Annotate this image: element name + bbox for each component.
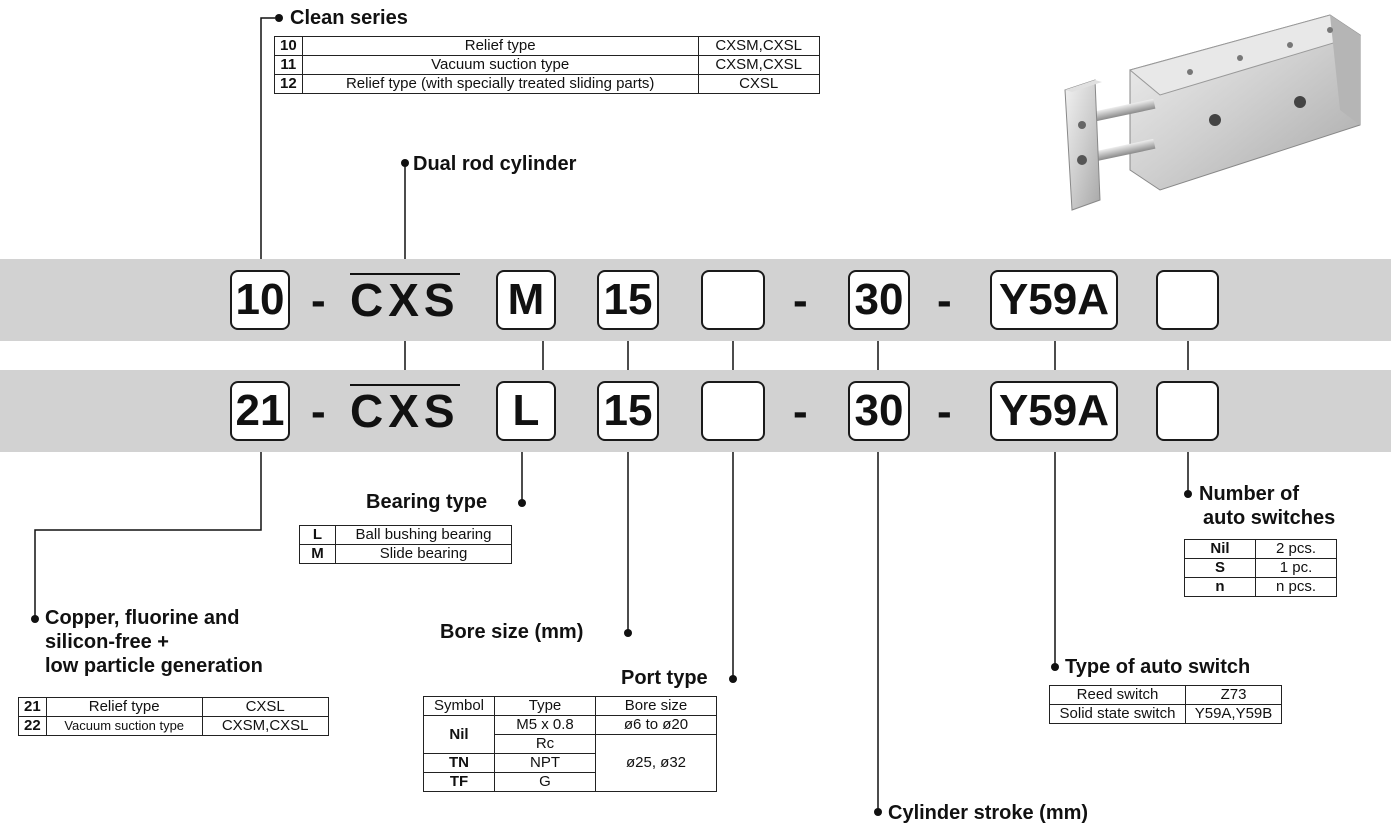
bottom-series-code: CXS [350,384,460,437]
bottom-dash-3: - [937,387,952,436]
dual-rod-cylinder-label: Dual rod cylinder [413,153,577,175]
bottom-count-box [1156,381,1219,441]
top-count-box [1156,270,1219,330]
port-type-label: Port type [621,667,708,689]
top-dash-2: - [793,276,808,325]
bottom-port-box [701,381,765,441]
bottom-stroke-box: 30 [848,381,910,441]
bore-size-label: Bore size (mm) [440,621,584,643]
bearing-type-label: Bearing type [366,491,488,513]
top-prefix-box: 10 [230,270,290,330]
bottom-prefix-box: 21 [230,381,290,441]
bottom-switch-box: Y59A [990,381,1118,441]
cylinder-stroke-label: Cylinder stroke (mm) [888,802,1089,824]
top-switch-box: Y59A [990,270,1118,330]
top-bearing-box: M [496,270,556,330]
bottom-bore-box: 15 [597,381,659,441]
clean-series-label: Clean series [290,7,408,29]
top-bore-box: 15 [597,270,659,330]
product-photo-image [1064,14,1362,211]
bottom-bearing-box: L [496,381,556,441]
auto-switch-count-label: Number of auto switches [1199,483,1336,529]
auto-switch-type-label: Type of auto switch [1065,656,1251,678]
copper-free-label: Copper, fluorine and silicon-free + low … [45,607,263,677]
top-dash-3: - [937,276,952,325]
bottom-dash-1: - [311,387,326,436]
top-series-code: CXS [350,273,460,326]
top-dash-1: - [311,276,326,325]
bottom-dash-2: - [793,387,808,436]
top-port-box [701,270,765,330]
top-stroke-box: 30 [848,270,910,330]
